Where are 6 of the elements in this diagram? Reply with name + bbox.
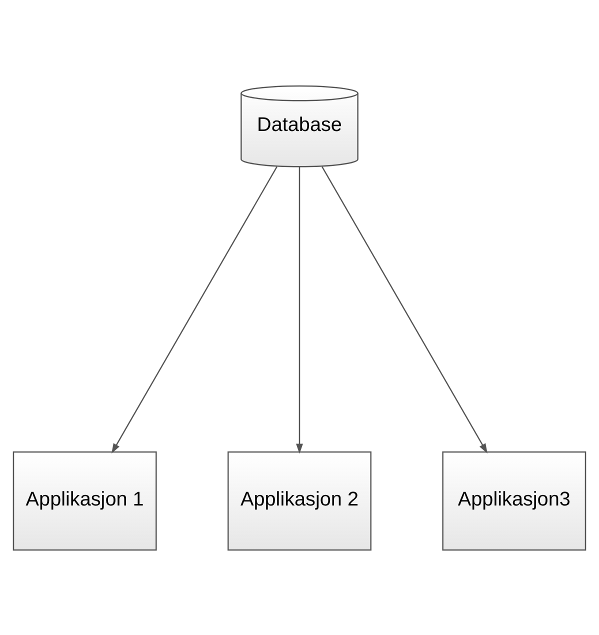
arrow: [322, 166, 488, 453]
arrow: [296, 166, 303, 454]
arrow: [112, 166, 278, 453]
node-box: Applikasjon3: [442, 450, 586, 550]
node-box: Applikasjon 1: [12, 450, 157, 550]
node-box: Applikasjon 2: [228, 450, 372, 550]
